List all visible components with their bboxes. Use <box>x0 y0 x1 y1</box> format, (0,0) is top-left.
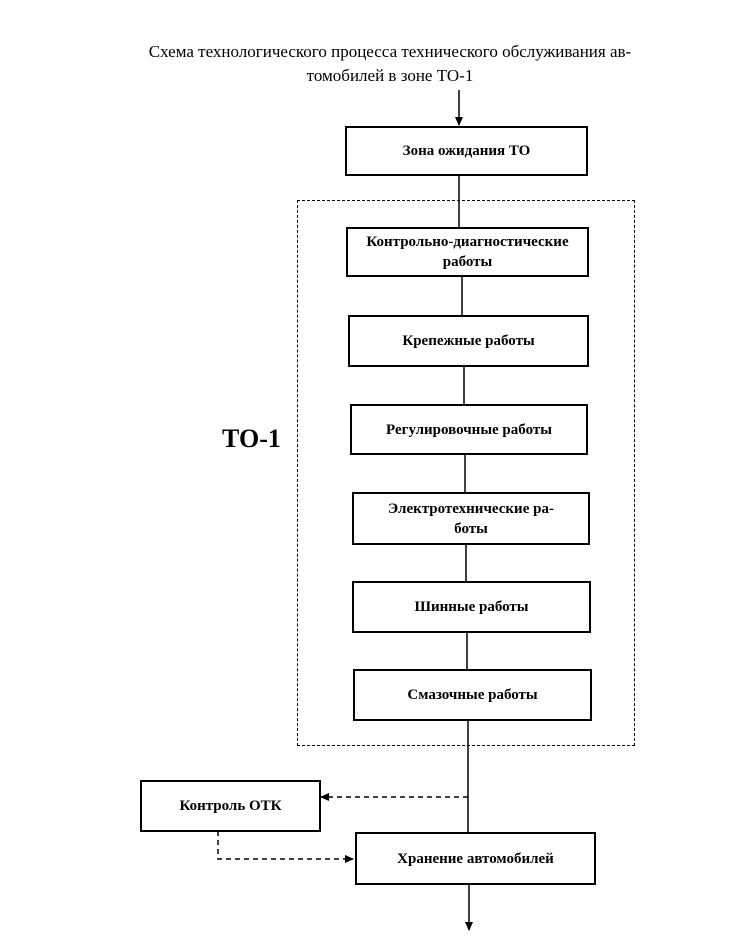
box-tire-works-label: Шинные работы <box>414 599 529 615</box>
box-electrical-works-label-line-2: боты <box>454 520 488 537</box>
box-vehicle-storage: Хранение автомобилей <box>355 832 596 885</box>
diagram-title-line-1: Схема технологического процесса техничес… <box>148 42 632 61</box>
box-adjustment-works-label: Регулировочные работы <box>386 421 552 438</box>
box-waiting-zone-label: Зона ожидания ТО <box>402 143 531 159</box>
box-diagnostic-works: Контрольно-диагностические работы <box>346 227 589 277</box>
box-vehicle-storage-label: Хранение автомобилей <box>397 850 554 867</box>
box-fastening-works: Крепежные работы <box>348 315 589 367</box>
diagram-title: Схема технологического процесса техничес… <box>70 40 710 88</box>
to-1-group-border <box>297 200 635 746</box>
box-electrical-works-label-line-1: Электротехнические ра- <box>388 500 554 517</box>
box-quality-control-label: Контроль ОТК <box>179 798 282 814</box>
box-lubrication-works-label: Смазочные работы <box>407 687 538 703</box>
box-tire-works: Шинные работы <box>352 581 591 633</box>
dashed-arrow-quality-control-to-storage <box>217 831 354 863</box>
diagram-title-line-2: томобилей в зоне ТО-1 <box>306 66 474 85</box>
box-fastening-works-label: Крепежные работы <box>402 333 535 349</box>
box-electrical-works: Электротехнические ра- боты <box>352 492 590 545</box>
box-waiting-zone: Зона ожидания ТО <box>345 126 588 176</box>
box-adjustment-works: Регулировочные работы <box>350 404 588 455</box>
box-quality-control: Контроль ОТК <box>140 780 321 832</box>
box-diagnostic-works-label: Контрольно-диагностические работы <box>366 234 569 270</box>
box-lubrication-works: Смазочные работы <box>353 669 592 721</box>
to-1-group-label: ТО-1 <box>222 424 281 453</box>
